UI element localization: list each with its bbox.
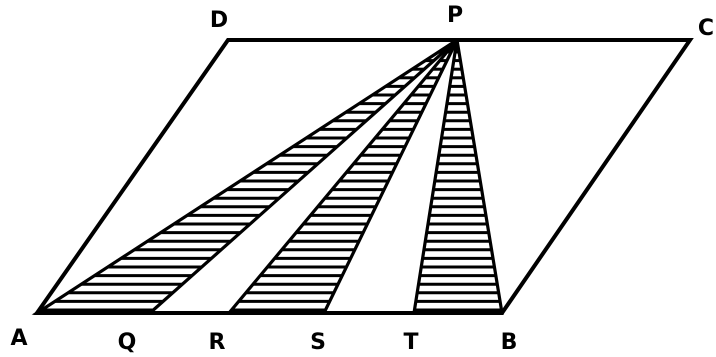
vertex-label-t: T: [403, 330, 418, 355]
vertex-label-r: R: [209, 330, 226, 355]
vertex-label-c: C: [698, 16, 714, 41]
vertex-label-a: A: [10, 326, 27, 351]
parallelogram-abcd: [33, 38, 694, 315]
vertex-label-b: B: [501, 330, 518, 355]
hatching-layer: [41, 50, 502, 312]
triangle-apq: [31, 38, 459, 315]
vertex-label-d: D: [210, 8, 228, 33]
triangle-rsp: [225, 38, 459, 315]
vertex-label-s: S: [310, 330, 326, 355]
vertex-label-p: P: [447, 3, 463, 28]
triangle-tbp: [412, 39, 504, 315]
vertex-label-q: Q: [118, 330, 137, 355]
